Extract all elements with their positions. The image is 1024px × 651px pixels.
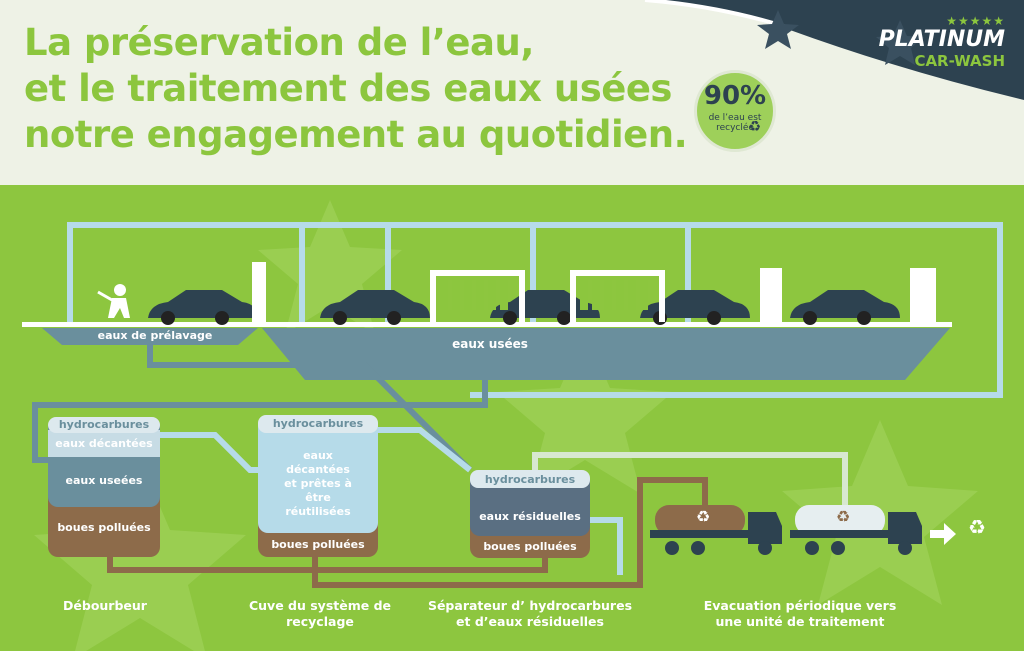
arrow-icon (930, 523, 956, 545)
tank3-sludge: boues polluées (483, 540, 577, 553)
tank3-residual: eaux résiduelles (479, 510, 581, 523)
rating-stars: ★★★★★ (946, 14, 1005, 28)
recycled-text: de l’eau est recyclée (708, 113, 762, 133)
used-water-label: eaux usées (452, 337, 528, 351)
final-recycle-icon: ♻ (968, 515, 986, 539)
caption-evacuation: Evacuation périodique vers une unité de … (703, 598, 897, 629)
brand-corner (644, 0, 1024, 100)
brand-logo: ★★★★★ PLATINUM CAR-WASH (830, 14, 1005, 70)
brand-sub: CAR-WASH (914, 52, 1005, 70)
prewash-label: eaux de prélavage (97, 329, 213, 342)
tank1-hydro: hydrocarbures (58, 418, 150, 431)
brushes (440, 280, 648, 310)
tank2-clear: eaux décantées et prêtes à être réutilis… (284, 449, 352, 518)
tank-debourbeur (48, 417, 160, 557)
tank2-sludge: boues polluées (271, 538, 365, 551)
tank-separator (470, 470, 590, 558)
title-line-3: notre engagement au quotidien. (24, 113, 688, 156)
recycled-badge: 90% de l’eau est recyclée ♻ (694, 70, 776, 152)
car-icons (148, 290, 900, 325)
truck-sludge-icon (650, 505, 782, 555)
floor (22, 322, 952, 327)
pipes (32, 345, 848, 588)
wash-equipment (252, 262, 936, 322)
recycled-percent: 90% (703, 81, 767, 111)
tank1-sludge: boues polluées (57, 521, 151, 534)
title-line-1: La préservation de l’eau, (24, 21, 534, 64)
recycle-icon: ♻ (748, 119, 761, 135)
tank1-decanted: eaux décantées (55, 437, 153, 450)
truck-2-recycle-icon: ♻ (835, 507, 851, 526)
caption-debourbeur: Débourbeur (63, 598, 147, 613)
tank-recycling (258, 415, 378, 557)
used-water-channel (262, 328, 950, 380)
truck-hydro-icon (790, 505, 922, 555)
prewash-channel (42, 328, 258, 345)
caption-separator: Séparateur d’ hydrocarbures et d’eaux ré… (427, 598, 633, 629)
tank2-hydro: hydrocarbures (272, 417, 364, 430)
page-title: La préservation de l’eau, et le traiteme… (24, 20, 688, 158)
title-line-2: et le traitement des eaux usées (24, 67, 672, 110)
tank3-hydro: hydrocarbures (484, 473, 576, 486)
brand-name: PLATINUM (878, 27, 1005, 52)
worker-icon (97, 284, 130, 318)
caption-recycling: Cuve du système de recyclage (248, 598, 391, 629)
truck-1-recycle-icon: ♻ (695, 507, 711, 526)
tank1-used: eaux useées (65, 474, 143, 487)
building-outline (67, 222, 1003, 398)
